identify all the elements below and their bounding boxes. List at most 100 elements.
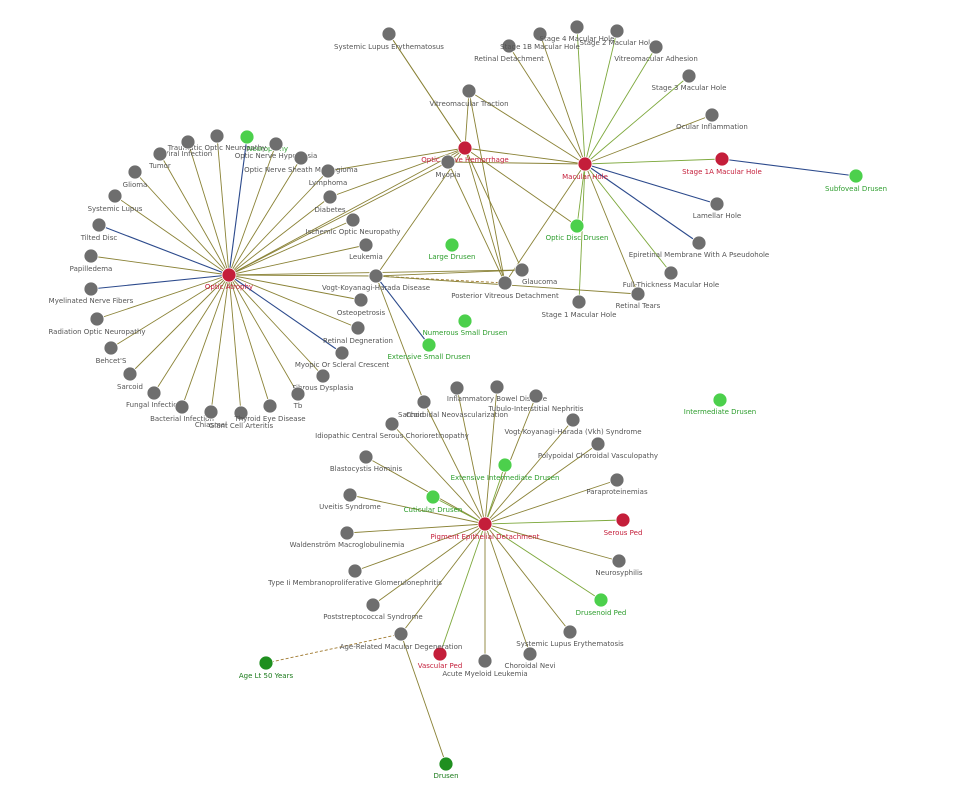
node-circle[interactable] [290, 386, 306, 402]
node-circle[interactable] [127, 164, 143, 180]
node-stage-4-macular-hole[interactable]: Stage 4 Macular Hole [540, 19, 615, 43]
node-circle[interactable] [416, 394, 432, 410]
node-traumatic-optic-neuropathy[interactable]: Traumatic Optic Neuropathy [167, 128, 266, 152]
node-circle[interactable] [315, 368, 331, 384]
node-age-lt-50-years[interactable]: Age Lt 50 Years [239, 655, 294, 680]
node-circle[interactable] [501, 38, 517, 54]
node-waldenstrom[interactable]: Waldenström Macroglobulinemia [290, 525, 405, 549]
node-optic-disc-drusen[interactable]: Optic Disc Drusen [546, 218, 609, 242]
node-circle[interactable] [712, 392, 728, 408]
node-type-ii-mpgn[interactable]: Type Ii Membranoproliferative Glomerulon… [267, 563, 442, 587]
node-systemic-lupus[interactable]: Systemic Lupus [88, 188, 143, 213]
node-circle[interactable] [444, 237, 460, 253]
node-circle[interactable] [103, 340, 119, 356]
node-glaucoma[interactable]: Glaucoma [514, 262, 557, 286]
node-circle[interactable] [83, 281, 99, 297]
node-fibrous-dysplasia[interactable]: Fibrous Dysplasia [293, 368, 354, 392]
node-posterior-vitreous-detachment[interactable]: Posterior Vitreous Detachment [451, 275, 559, 300]
node-optic-nerve-hemorrhage[interactable]: Optic Nerve Hemorrhage [421, 140, 509, 164]
node-glioma[interactable]: Glioma [123, 164, 148, 189]
node-sarcoid[interactable]: Sarcoid [117, 366, 143, 391]
node-leukemia[interactable]: Leukemia [349, 237, 383, 261]
node-circle[interactable] [146, 385, 162, 401]
node-circle[interactable] [569, 19, 585, 35]
node-retinal-detachment[interactable]: Retinal Detachment [474, 38, 544, 63]
node-circle[interactable] [438, 756, 454, 772]
node-retinal-degeneration[interactable]: Retinal Degneration [323, 320, 393, 345]
node-myopic-crescent[interactable]: Myopic Or Scleral Crescent [295, 345, 390, 369]
node-optic-atrophy[interactable]: Optic Atrophy [205, 267, 253, 291]
node-stage-3-macular-hole[interactable]: Stage 3 Macular Hole [652, 68, 727, 92]
node-circle[interactable] [571, 294, 587, 310]
node-diabetes[interactable]: Diabetes [314, 189, 346, 214]
node-drusenoid-ped[interactable]: Drusenoid Ped [576, 592, 627, 617]
node-drusen[interactable]: Drusen [433, 756, 459, 780]
node-circle[interactable] [425, 489, 441, 505]
node-circle[interactable] [89, 311, 105, 327]
node-sle-bottom[interactable]: Systemic Lupus Erythematosis [516, 624, 624, 648]
node-osteopetrosis[interactable]: Osteopetrosis [337, 292, 386, 317]
node-intermediate-drusen[interactable]: Intermediate Drusen [684, 392, 756, 416]
node-circle[interactable] [365, 597, 381, 613]
node-circle[interactable] [709, 196, 725, 212]
node-uveitis-syndrome[interactable]: Uveitis Syndrome [319, 487, 381, 511]
node-circle[interactable] [691, 235, 707, 251]
node-cuticular-drusen[interactable]: Cuticular Drusen [404, 489, 463, 514]
node-ischemic-optic-neuropathy[interactable]: Ischemic Optic Neuropathy [306, 212, 401, 236]
node-myelinated-nerve-fibers[interactable]: Myelinated Nerve Fibers [49, 281, 134, 305]
node-circle[interactable] [477, 516, 493, 532]
node-radiation-optic-neuropathy[interactable]: Radiation Optic Neuropathy [48, 311, 146, 336]
node-circle[interactable] [648, 39, 664, 55]
node-optic-nerve-sheath-meningioma[interactable]: Optic Nerve Sheath Meningioma [244, 150, 358, 174]
node-circle[interactable] [663, 265, 679, 281]
node-circle[interactable] [221, 267, 237, 283]
node-inflammatory-bowel-disease[interactable]: Inflammatory Bowel Disease [447, 379, 547, 403]
node-optic-nerve-hypoplasia[interactable]: Optic Nerve Hypoplasia [235, 136, 318, 160]
node-circle[interactable] [152, 146, 168, 162]
node-tilted-disc[interactable]: Tilted Disc [80, 217, 118, 242]
node-papilledema[interactable]: Papilledema [70, 248, 113, 273]
node-circle[interactable] [440, 154, 456, 170]
node-circle[interactable] [522, 646, 538, 662]
node-circle[interactable] [565, 412, 581, 428]
node-macular-hole[interactable]: Macular Hole [562, 156, 608, 181]
node-circle[interactable] [262, 398, 278, 414]
node-circle[interactable] [449, 380, 465, 396]
node-circle[interactable] [233, 405, 249, 421]
node-circle[interactable] [611, 553, 627, 569]
node-extensive-small-drusen[interactable]: Extensive Small Drusen [387, 337, 471, 361]
node-circle[interactable] [107, 188, 123, 204]
node-circle[interactable] [457, 140, 473, 156]
node-circle[interactable] [353, 292, 369, 308]
node-circle[interactable] [347, 563, 363, 579]
node-neuropathy[interactable]: Neuropathy [239, 129, 288, 153]
node-vitreomacular-adhesion[interactable]: Vitreomacular Adhesion [614, 39, 698, 63]
node-circle[interactable] [381, 26, 397, 42]
node-subfoveal-drusen[interactable]: Subfoveal Drusen [825, 168, 887, 193]
node-circle[interactable] [593, 592, 609, 608]
node-stage-2-macular-hole[interactable]: Stage 2 Macular Hole [580, 23, 655, 47]
node-circle[interactable] [322, 189, 338, 205]
node-retinal-tears[interactable]: Retinal Tears [616, 286, 661, 310]
node-circle[interactable] [704, 107, 720, 123]
node-circle[interactable] [681, 68, 697, 84]
node-circle[interactable] [489, 379, 505, 395]
node-circle[interactable] [532, 26, 548, 42]
node-circle[interactable] [393, 626, 409, 642]
node-full-thickness-macular-hole[interactable]: Full-Thickness Macular Hole [623, 265, 719, 289]
node-ocular-inflammation[interactable]: Ocular Inflammation [676, 107, 748, 131]
node-circle[interactable] [421, 337, 437, 353]
node-circle[interactable] [268, 136, 284, 152]
node-circle[interactable] [258, 655, 274, 671]
node-circle[interactable] [577, 156, 593, 172]
node-serous-ped[interactable]: Serous Ped [604, 512, 643, 537]
node-numerous-small-drusen[interactable]: Numerous Small Drusen [423, 313, 508, 337]
node-fungal-infection[interactable]: Fungal Infection [126, 385, 182, 409]
node-extensive-intermediate-drusen[interactable]: Extensive Intermediate Drusen [451, 457, 560, 482]
node-pigment-epithelial-detachment[interactable]: Pigment Epithelial Detachment [431, 516, 540, 541]
node-choroidal-neovascularization[interactable]: Choroidal Neovascularization [406, 380, 508, 419]
node-circle[interactable] [180, 134, 196, 150]
node-acute-myeloid-leukemia[interactable]: Acute Myeloid Leukemia [442, 653, 528, 678]
node-paraproteinemias[interactable]: Paraproteinemias [586, 472, 648, 496]
node-circle[interactable] [590, 436, 606, 452]
